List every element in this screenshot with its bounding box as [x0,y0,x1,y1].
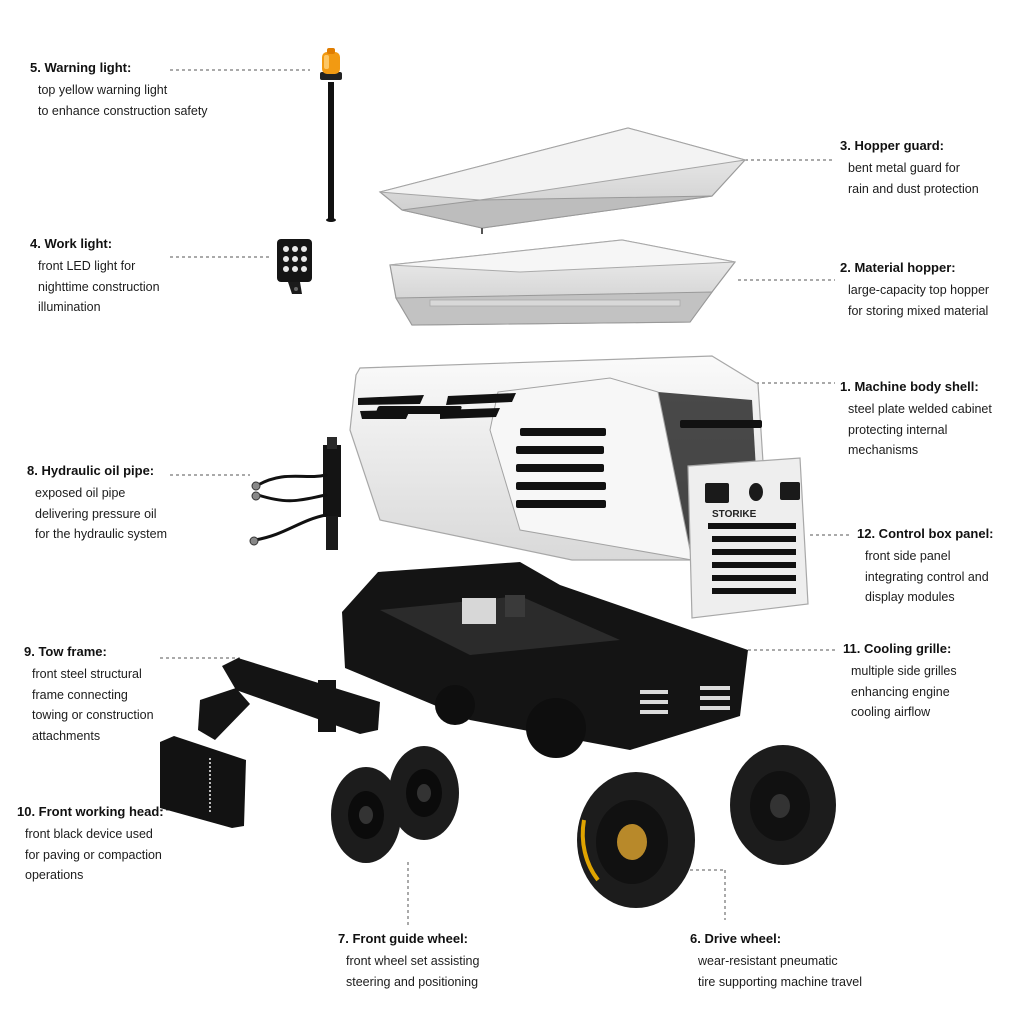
callout-description-line: steering and positioning [346,974,479,989]
leader-lines [160,69,850,925]
callout-title: 10. Front working head: [17,804,164,819]
callout-9: 9. Tow frame: front steel structural frame… [24,643,254,746]
callout-description-line: to enhance construction safety [38,103,208,118]
callout-description-line: wear-resistant pneumatic [698,954,838,968]
callout-description-line: illumination [38,300,101,314]
work-light-icon [277,239,312,294]
callout-description-line: front side panel [865,549,951,563]
callout-description-line: operations [25,868,84,882]
callout-description-line: front steel structural [32,667,142,681]
callout-1: 1. Machine body shell: steel plate welded… [840,378,1024,461]
drive-wheel-front [577,772,695,908]
front-guide-wheels [331,746,459,863]
callout-title: 9. Tow frame: [24,644,107,659]
tow-frame-shape [198,658,380,740]
callout-description-line: attachments [32,728,101,743]
drive-wheel-rear [730,745,836,865]
control-box-panel-shape: STORIKE [687,457,809,619]
callout-description: front black device used for paving or com… [17,824,247,886]
callout-description-line: steel plate welded cabinet [848,402,992,416]
callout-description: front LED light for nighttime constructio… [30,256,260,318]
callout-description-line: protecting internal [848,422,948,437]
front-working-head-shape [160,736,246,828]
callout-title: 12. Control box panel: [857,526,994,541]
callout-description-line: towing or construction [32,708,154,722]
hopper-guard-shape [378,127,747,234]
callout-description: top yellow warning light to enhance const… [30,80,260,121]
callout-description: wear-resistant pneumatic tire supporting … [690,951,920,992]
control-panel-logo: STORIKE [712,509,757,520]
callout-description: multiple side grilles enhancing engine coo… [843,661,1024,723]
callout-title: 7. Front guide wheel: [338,931,469,946]
callout-description-line: integrating control and [865,569,989,584]
callout-description-line: exposed oil pipe [35,486,126,500]
callout-title: 3. Hopper guard: [840,138,945,153]
callout-11: 11. Cooling grille: multiple side grilles… [843,640,1024,723]
callout-title: 6. Drive wheel: [690,931,782,946]
callout-8: 8. Hydraulic oil pipe: exposed oil pipe de… [27,462,257,545]
callout-description: steel plate welded cabinet protecting int… [840,399,1024,461]
callout-description-line: front wheel set assisting [346,954,480,968]
chassis-frame-shape [342,562,748,758]
callout-3: 3. Hopper guard: bent metal guard for rain… [840,137,1024,199]
callout-6: 6. Drive wheel: wear-resistant pneumatic t… [690,930,920,992]
drive-wheels [577,745,836,908]
callout-2: 2. Material hopper: large-capacity top ho… [840,259,1024,321]
warning-light-icon [320,48,342,222]
callout-description: large-capacity top hopper for storing mix… [840,280,1024,321]
callout-12: 12. Control box panel: front side panel in… [857,525,1024,608]
front-guide-wheel-right [389,746,459,840]
hydraulic-oil-pipe-shape [249,437,341,550]
callout-title: 2. Material hopper: [840,260,956,275]
callout-description: front wheel set assisting steering and po… [338,951,568,992]
callout-description-line: large-capacity top hopper [848,283,990,297]
callout-description-line: bent metal guard for [848,161,960,175]
callout-description-line: nighttime construction [38,279,160,294]
machine-body-shell-shape [349,355,769,561]
material-hopper-shape [389,239,737,326]
callout-10: 10. Front working head: front black devic… [17,803,247,886]
callout-description-line: rain and dust protection [848,181,979,196]
callout-description-line: for storing mixed material [848,303,989,318]
callout-description: bent metal guard for rain and dust protec… [840,158,1024,199]
callout-4: 4. Work light: front LED light for nightti… [30,235,260,318]
callout-description-line: multiple side grilles [851,664,957,678]
callout-title: 8. Hydraulic oil pipe: [27,463,155,478]
callout-description-line: top yellow warning light [38,83,168,97]
callout-title: 5. Warning light: [30,60,132,75]
callout-description-line: for paving or compaction [25,847,162,862]
callout-description-line: mechanisms [848,443,919,457]
callout-7: 7. Front guide wheel: front wheel set ass… [338,930,568,992]
callout-description-line: tire supporting machine travel [698,974,862,989]
callout-description: front steel structural frame connecting to… [24,664,254,746]
callout-description-line: front black device used [25,827,153,841]
callout-description-line: frame connecting [32,687,128,702]
callout-description-line: delivering pressure oil [35,506,157,521]
callout-description-line: enhancing engine [851,684,950,699]
front-guide-wheel-left [331,767,401,863]
callout-description-line: for the hydraulic system [35,527,167,541]
callout-description-line: display modules [865,590,955,604]
callout-description: front side panel integrating control and d… [857,546,1024,608]
callout-description: exposed oil pipe delivering pressure oil f… [27,483,257,545]
callout-title: 1. Machine body shell: [840,379,979,394]
callout-description-line: cooling airflow [851,705,931,719]
callout-title: 11. Cooling grille: [843,641,952,656]
callout-title: 4. Work light: [30,236,113,251]
callout-description-line: front LED light for [38,259,136,273]
callout-5: 5. Warning light: top yellow warning ligh… [30,59,260,121]
